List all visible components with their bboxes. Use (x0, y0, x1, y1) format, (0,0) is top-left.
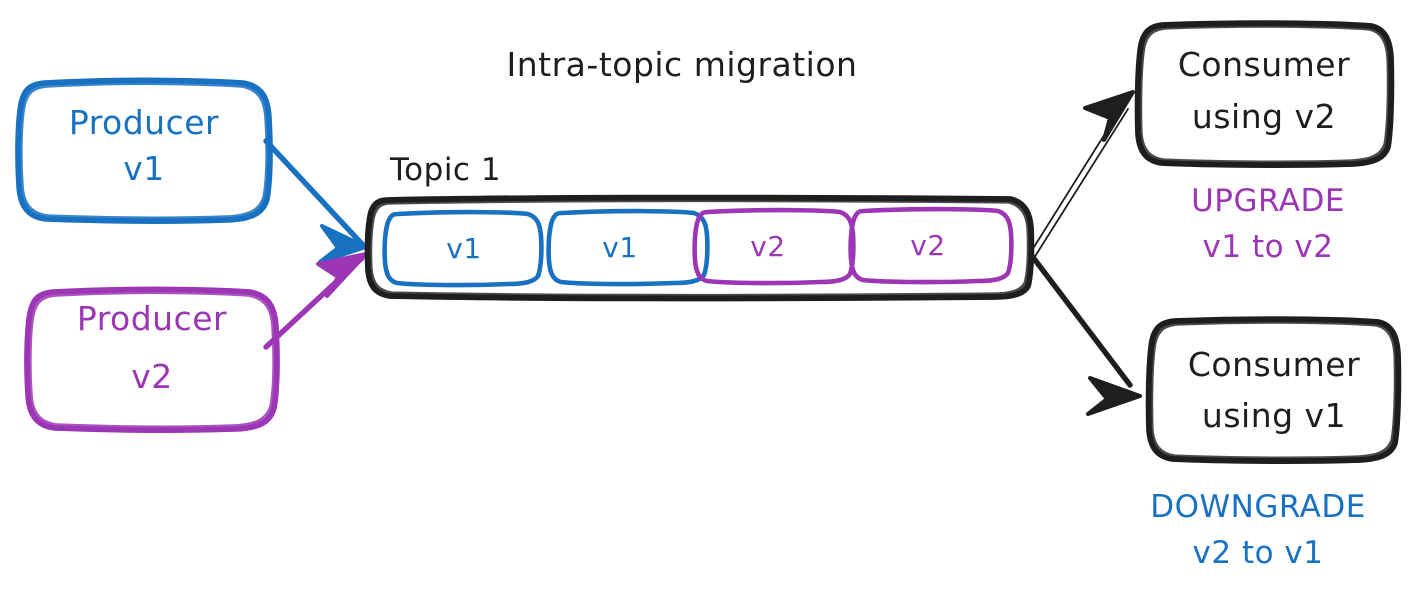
consumer-v1-shape[interactable] (1145, 316, 1402, 464)
arrow-producer-v2-to-topic (263, 252, 368, 350)
topic-cell-0-shape[interactable] (382, 209, 544, 288)
producer-v1-label-line2: v1 (123, 149, 165, 188)
topic-cell-2-label: v2 (750, 230, 786, 263)
producer-v1-shape[interactable] (15, 77, 273, 224)
topic-cell-1-label: v1 (602, 231, 638, 264)
downgrade-caption-line1: DOWNGRADE (1150, 489, 1366, 525)
arrow-producer-v1-to-topic (263, 138, 368, 264)
arrow-topic-to-consumer-v2 (1028, 90, 1135, 259)
page-title: Intra-topic migration (506, 45, 858, 84)
producer-v2-label-line1: Producer (76, 299, 228, 338)
consumer-v2-label-line1: Consumer (1177, 45, 1351, 84)
topic-cell-3-shape[interactable] (848, 206, 1014, 285)
consumer-v2-label-line2: using v2 (1191, 97, 1337, 136)
upgrade-caption-line1: UPGRADE (1191, 183, 1345, 219)
producer-v1-label-line1: Producer (68, 103, 220, 142)
topic-cell-2-shape[interactable] (692, 207, 856, 286)
downgrade-caption-line2: v2 to v1 (1192, 535, 1324, 571)
topic-label: Topic 1 (390, 152, 502, 188)
consumer-v1-label-line2: using v1 (1201, 396, 1347, 435)
topic-cell-1-shape[interactable] (546, 208, 710, 287)
consumer-v2-shape[interactable] (1134, 20, 1395, 168)
consumer-v1-label-line1: Consumer (1187, 345, 1361, 384)
topic-cell-3-label: v2 (910, 229, 946, 262)
upgrade-caption-line2: v1 to v2 (1202, 229, 1334, 265)
producer-v2-shape[interactable] (24, 286, 280, 433)
topic-cell-0-label: v1 (446, 232, 482, 265)
producer-v2-label-line2: v2 (131, 357, 173, 396)
arrow-topic-to-consumer-v1 (1029, 253, 1142, 416)
topic-container-shape[interactable] (364, 194, 1035, 302)
